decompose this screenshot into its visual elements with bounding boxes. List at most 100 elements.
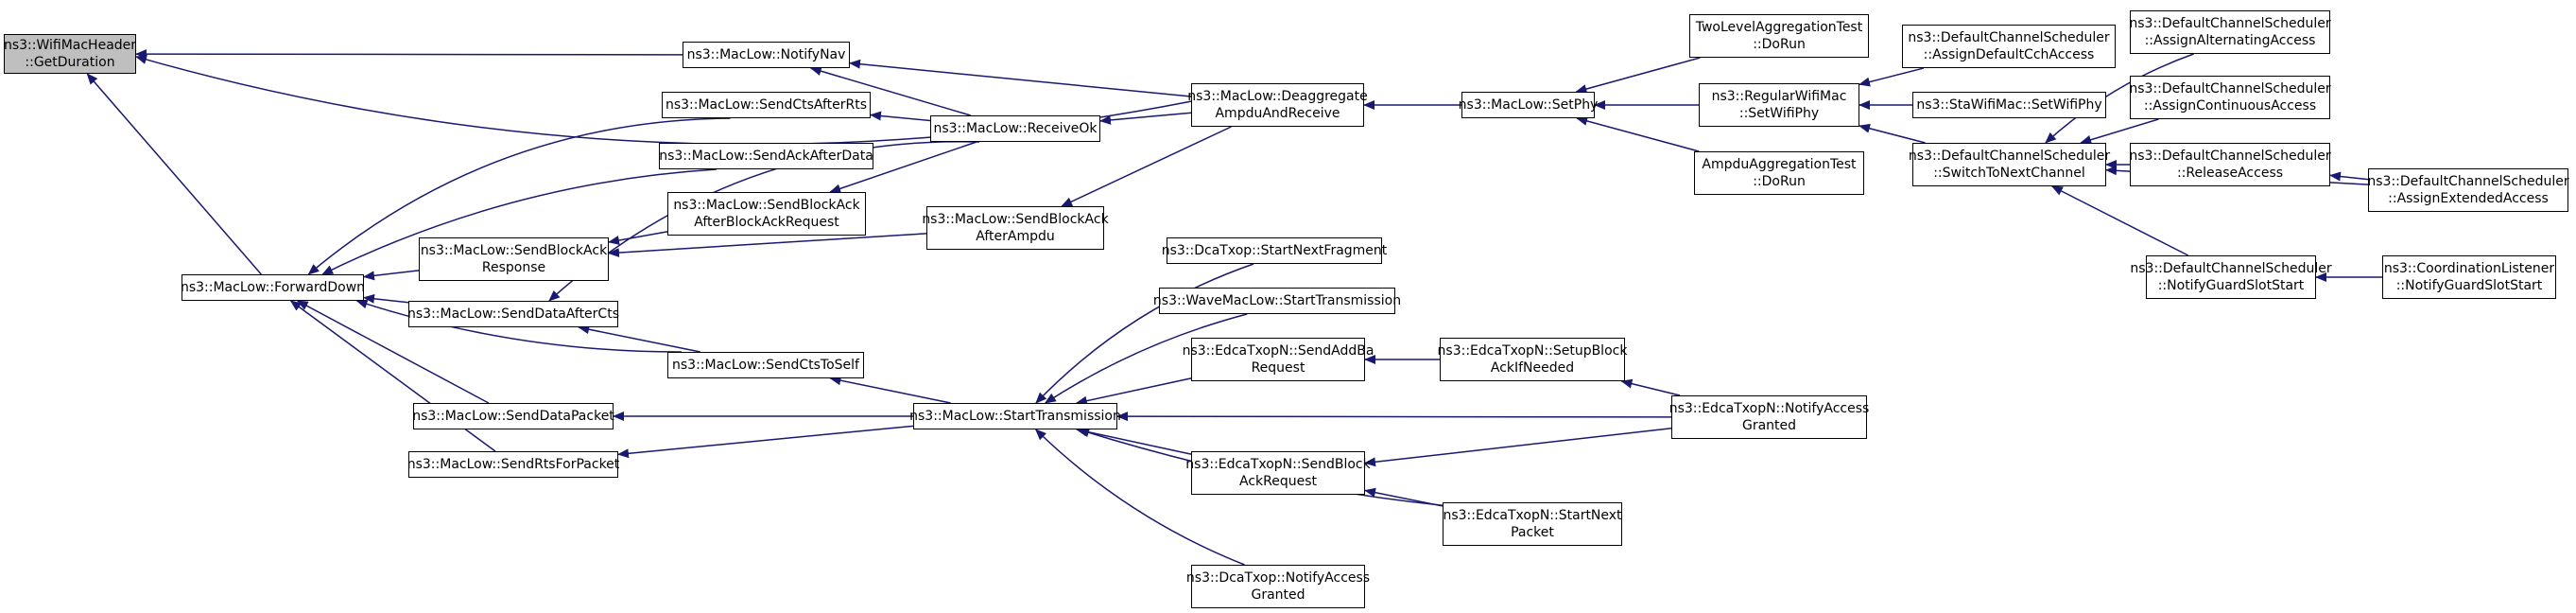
node-maclow-sendblockack-afterampdu[interactable]: ns3::MacLow::SendBlockAck AfterAmpdu xyxy=(922,206,1109,250)
call-edge xyxy=(2080,118,2159,145)
node-label-line: ns3::MacLow::ReceiveOk xyxy=(933,121,1098,136)
node-edcatxopn-sendblockackrequest[interactable]: ns3::EdcaTxopN::SendBlock AckRequest xyxy=(1185,451,1371,495)
node-defaultchannelscheduler-releaseaccess[interactable]: ns3::DefaultChannelScheduler ::ReleaseAc… xyxy=(2129,143,2331,186)
node-label-line: ns3::StaWifiMac::SetWifiPhy xyxy=(1916,97,2102,113)
node-wavemaclow-starttransmission[interactable]: ns3::WaveMacLow::StartTransmission xyxy=(1153,288,1401,314)
node-regularwifimac-setwifiphy[interactable]: ns3::RegularWifiMac ::SetWifiPhy xyxy=(1699,83,1859,127)
node-defaultchannelscheduler-switchtonextchannel[interactable]: ns3::DefaultChannelScheduler ::SwitchToN… xyxy=(1909,143,2110,186)
call-edge xyxy=(1620,378,1681,396)
node-ampduaggregationtest-dorun[interactable]: AmpduAggregationTest ::DoRun xyxy=(1694,151,1864,195)
node-label-line: ns3::EdcaTxopN::SendAddBa xyxy=(1182,343,1374,359)
node-label-line: ns3::MacLow::SetPhy xyxy=(1458,97,1599,113)
node-maclow-senddatapacket[interactable]: ns3::MacLow::SendDataPacket xyxy=(412,403,614,429)
node-label-line: ns3::EdcaTxopN::SetupBlock xyxy=(1437,343,1628,359)
call-edge xyxy=(870,111,931,122)
node-maclow-senddataaftercts[interactable]: ns3::MacLow::SendDataAfterCts xyxy=(407,301,619,327)
node-label-line: ::NotifyGuardSlotStart xyxy=(2157,278,2305,293)
node-label-line: Packet xyxy=(1511,525,1554,540)
node-label-line: ::SwitchToNextChannel xyxy=(1933,166,2085,181)
node-label-line: TwoLevelAggregationTest xyxy=(1695,20,1863,35)
node-label-line: AckIfNeeded xyxy=(1490,360,1575,376)
node-label-line: ns3::DefaultChannelScheduler xyxy=(2130,261,2332,276)
node-defaultchannelscheduler-assigndefaultcchaccess[interactable]: ns3::DefaultChannelScheduler ::AssignDef… xyxy=(1902,25,2116,68)
node-label-line: ns3::MacLow::NotifyNav xyxy=(686,47,846,62)
node-dcatxop-notifyaccessgranted[interactable]: ns3::DcaTxop::NotifyAccess Granted xyxy=(1186,565,1370,608)
call-edge xyxy=(1099,112,1192,125)
call-edge xyxy=(1061,126,1232,207)
node-maclow-notifynav[interactable]: ns3::MacLow::NotifyNav xyxy=(683,42,850,68)
node-label-line: ns3::DefaultChannelScheduler xyxy=(2129,149,2331,164)
node-twolevelaggregationtest-dorun[interactable]: TwoLevelAggregationTest ::DoRun xyxy=(1689,14,1869,58)
call-edge xyxy=(829,141,977,194)
node-label-line: ns3::WaveMacLow::StartTransmission xyxy=(1152,293,1402,308)
node-defaultchannelscheduler-assignextendedaccess[interactable]: ns3::DefaultChannelScheduler ::AssignExt… xyxy=(2367,168,2569,212)
node-maclow-deaggregateampduandreceive[interactable]: ns3::MacLow::Deaggregate AmpduAndReceive xyxy=(1187,83,1368,127)
node-label-line: Request xyxy=(1251,360,1305,376)
call-edge xyxy=(1859,67,1925,87)
call-edge xyxy=(363,293,409,304)
call-edge xyxy=(1364,428,1672,467)
node-stawifimac-setwifiphy[interactable]: ns3::StaWifiMac::SetWifiPhy xyxy=(1912,92,2106,118)
call-edge xyxy=(2045,53,2194,144)
node-coordinationlistener-notifyguardslotstart[interactable]: ns3::CoordinationListener ::NotifyGuardS… xyxy=(2382,255,2556,299)
node-label-line: ns3::DefaultChannelScheduler xyxy=(1908,30,2110,45)
node-maclow-receiveok[interactable]: ns3::MacLow::ReceiveOk xyxy=(930,115,1100,142)
node-defaultchannelscheduler-assignalternatingaccess[interactable]: ns3::DefaultChannelScheduler ::AssignAlt… xyxy=(2129,10,2331,54)
node-edcatxopn-sendaddbarequest[interactable]: ns3::EdcaTxopN::SendAddBa Request xyxy=(1183,338,1374,381)
node-label-line: ns3::DefaultChannelScheduler xyxy=(1908,149,2111,164)
call-edge xyxy=(1075,427,1192,455)
call-edge xyxy=(809,66,971,116)
node-dcatxop-startnextfragment[interactable]: ns3::DcaTxop::StartNextFragment xyxy=(1162,237,1387,264)
call-edge xyxy=(578,324,700,353)
call-edge xyxy=(355,299,682,353)
node-maclow-sendblockack-afterblockackrequest[interactable]: ns3::MacLow::SendBlockAck AfterBlockAckR… xyxy=(667,192,866,236)
node-edcatxopn-startnextpacket[interactable]: ns3::EdcaTxopN::StartNext Packet xyxy=(1443,502,1622,546)
call-edge xyxy=(2329,171,2369,182)
node-edcatxopn-notifyaccessgranted[interactable]: ns3::EdcaTxopN::NotifyAccess Granted xyxy=(1668,395,1870,439)
node-label-line: Granted xyxy=(1251,587,1305,603)
node-maclow-sendblockack-response[interactable]: ns3::MacLow::SendBlockAck Response xyxy=(419,237,609,281)
node-maclow-sendctsafterrts[interactable]: ns3::MacLow::SendCtsAfterRts xyxy=(662,92,871,118)
call-edge xyxy=(617,425,914,459)
node-maclow-sendctstoself[interactable]: ns3::MacLow::SendCtsToSelf xyxy=(667,352,864,378)
node-wifimacheader-getduration[interactable]: ns3::WifiMacHeader ::GetDuration xyxy=(4,34,136,74)
call-edge xyxy=(1575,57,1701,94)
node-defaultchannelscheduler-assigncontinuousaccess[interactable]: ns3::DefaultChannelScheduler ::AssignCon… xyxy=(2129,76,2331,119)
node-maclow-sendrtsforpacket[interactable]: ns3::MacLow::SendRtsForPacket xyxy=(407,451,619,478)
node-label-line: ns3::DcaTxop::NotifyAccess xyxy=(1185,570,1371,586)
call-edge xyxy=(1859,123,1926,144)
node-label-line: ns3::MacLow::SendBlockAck xyxy=(673,198,860,213)
node-edcatxopn-setupblockackifneeded[interactable]: ns3::EdcaTxopN::SetupBlock AckIfNeeded xyxy=(1437,338,1628,381)
call-edge xyxy=(1044,313,1248,404)
node-label-line: ::GetDuration xyxy=(25,55,115,70)
call-edge xyxy=(829,376,951,404)
node-label-line: ns3::CoordinationListener xyxy=(2383,261,2555,276)
call-edge xyxy=(1576,116,1700,152)
node-label-line: ns3::WifiMacHeader xyxy=(3,38,137,53)
node-maclow-setphy[interactable]: ns3::MacLow::SetPhy xyxy=(1459,92,1598,118)
call-edge xyxy=(296,300,490,404)
node-label-line: ::NotifyGuardSlotStart xyxy=(2395,278,2543,293)
node-label-line: ns3::MacLow::SendAckAfterData xyxy=(659,149,873,164)
call-edge xyxy=(2050,185,2189,256)
node-label-line: ns3::DefaultChannelScheduler xyxy=(2129,16,2331,31)
call-edge xyxy=(86,73,262,275)
node-label-line: ns3::MacLow::SendDataPacket xyxy=(412,409,614,424)
node-maclow-starttransmission[interactable]: ns3::MacLow::StartTransmission xyxy=(909,403,1121,429)
node-label-line: ::SetWifiPhy xyxy=(1738,106,1820,121)
node-label-line: AfterAmpdu xyxy=(976,229,1055,244)
node-label-line: Granted xyxy=(1741,418,1797,433)
node-defaultchannelscheduler-notifyguardslotstart[interactable]: ns3::DefaultChannelScheduler ::NotifyGua… xyxy=(2130,255,2332,299)
node-label-line: ns3::EdcaTxopN::NotifyAccess xyxy=(1668,401,1870,416)
node-label-line: ns3::DefaultChannelScheduler xyxy=(2129,81,2331,96)
node-maclow-sendackafterdata[interactable]: ns3::MacLow::SendAckAfterData xyxy=(659,143,873,169)
call-edge xyxy=(608,233,927,258)
node-label-line: ns3::MacLow::ForwardDown xyxy=(180,280,366,295)
node-label-line: ns3::MacLow::SendCtsToSelf xyxy=(672,358,859,373)
node-label-line: AmpduAggregationTest xyxy=(1702,157,1857,172)
call-edge xyxy=(363,270,420,281)
node-maclow-forwarddown[interactable]: ns3::MacLow::ForwardDown xyxy=(180,274,366,301)
node-label-line: ns3::MacLow::Deaggregate xyxy=(1187,89,1368,104)
node-label-line: ns3::EdcaTxopN::StartNext xyxy=(1443,508,1622,523)
